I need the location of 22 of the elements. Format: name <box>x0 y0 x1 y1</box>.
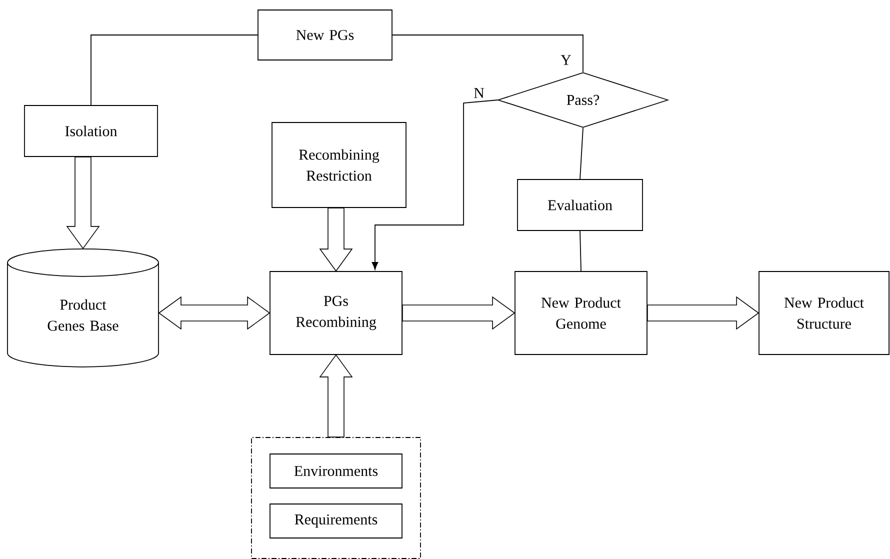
process-box: Evaluation <box>517 179 643 231</box>
connector-line <box>90 34 258 106</box>
database-cylinder: Product Genes Base <box>7 248 159 368</box>
connector-line <box>392 34 584 72</box>
block-arrow <box>319 354 353 438</box>
connector-line <box>580 128 584 180</box>
block-arrow <box>66 156 100 250</box>
process-box: Requirements <box>270 504 402 538</box>
connector-line <box>580 230 582 272</box>
process-box: Environments <box>270 454 402 488</box>
process-box: New Product Genome <box>514 271 648 355</box>
process-box: New PGs <box>258 10 392 60</box>
block-arrow <box>402 296 516 330</box>
process-box: PGs Recombining <box>270 271 402 355</box>
process-box: New Product Structure <box>758 271 890 355</box>
block-arrow <box>319 208 353 272</box>
process-box: Recombining Restriction <box>272 122 406 208</box>
edge-label: Y <box>560 54 572 66</box>
arrow <box>372 100 498 270</box>
block-arrow <box>647 296 760 330</box>
edge-label: N <box>472 87 486 99</box>
process-box: Isolation <box>24 105 158 157</box>
